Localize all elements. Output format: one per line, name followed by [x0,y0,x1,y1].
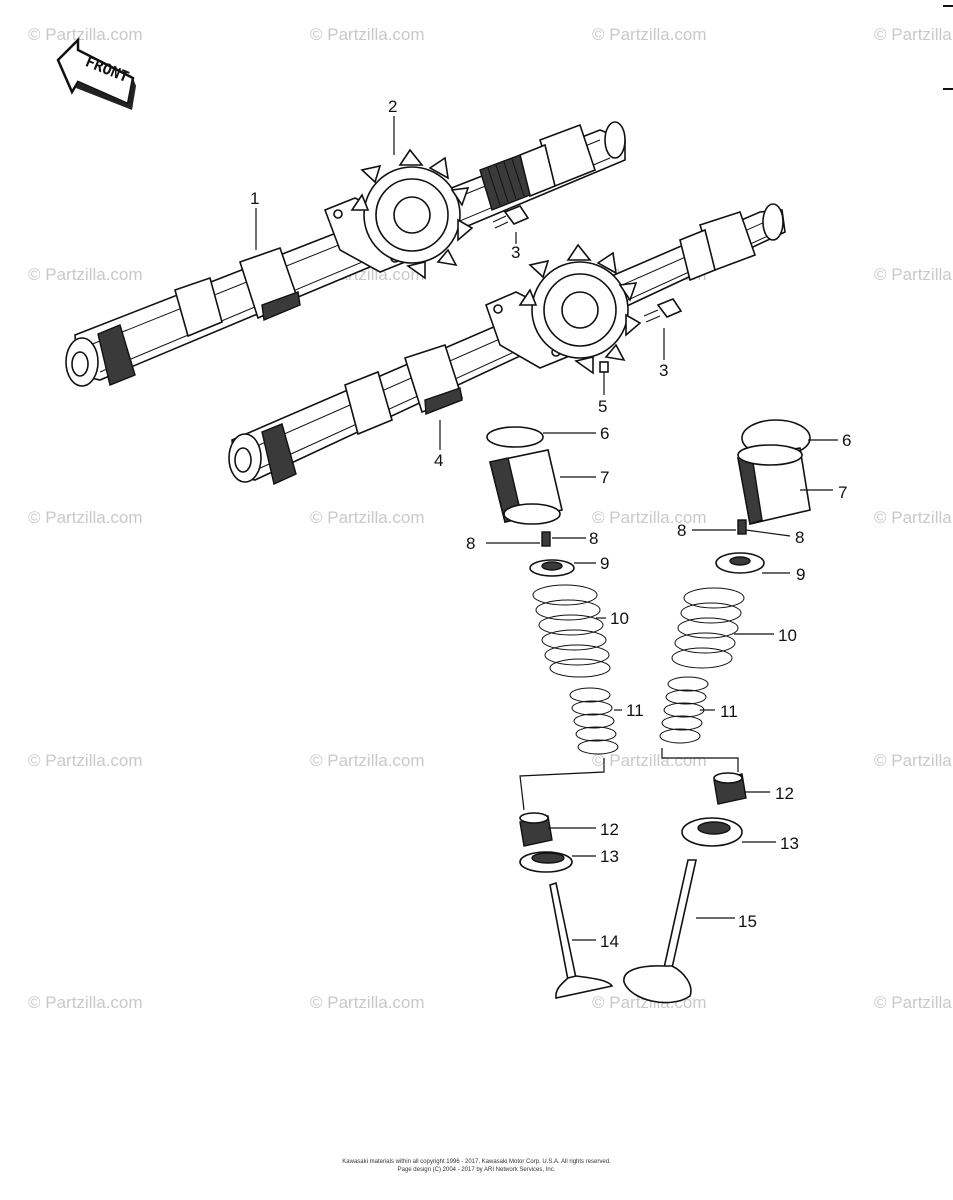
callout-11: 11 [720,702,738,721]
front-arrow-icon: FRONT [56,36,136,110]
watermark: © Partzilla.com [310,25,425,44]
callout-5: 5 [598,397,607,416]
bolt-upper [492,205,530,229]
bolt-lower [643,298,683,323]
callout-13: 13 [780,834,799,853]
callout-labels: 1 2 3 3 4 5 6 6 7 7 8 8 8 8 9 9 10 10 11… [250,97,851,951]
watermark: © Partzilla.com [28,751,143,770]
callout-8: 8 [589,529,598,548]
callout-14: 14 [600,932,619,951]
callout-11: 11 [626,701,644,720]
callout-9: 9 [796,565,805,584]
tappet-right [737,444,811,525]
callout-6: 6 [842,431,851,450]
callout-3: 3 [659,361,668,380]
watermark: © Partzilla.com [28,265,143,284]
valve-seal-right [713,772,747,805]
valve-assembly-right [623,419,811,1004]
callout-6: 6 [600,424,609,443]
collet-right [737,519,747,535]
outer-spring-left [532,584,611,678]
callout-1: 1 [250,189,259,208]
callout-7: 7 [600,468,609,487]
shim-left [486,426,544,448]
callout-8: 8 [795,528,804,547]
watermark: © Partzilla.com [592,508,707,527]
valve-left [549,881,614,999]
callout-12: 12 [775,784,794,803]
valve-right [623,859,697,1004]
inner-spring-left [569,687,619,755]
leader-lines [255,116,838,941]
watermark: © Partzilla.com [592,25,707,44]
copyright-notice: Kawasaki materials within all copyright … [0,1158,953,1174]
watermark: © Partzilla.com [310,993,425,1012]
copyright-line: Kawasaki materials within all copyright … [342,1159,611,1165]
valve-seal-left [519,812,553,847]
callout-3: 3 [511,243,520,262]
callout-10: 10 [610,609,629,628]
watermark: © Partzilla.com [874,751,953,770]
outer-spring-right [671,587,745,669]
watermark: © Partzilla.com [28,508,143,527]
edge-mark [943,5,953,7]
callout-15: 15 [738,912,757,931]
watermark: © Partzilla.com [874,265,953,284]
valve-assembly-left [486,426,619,999]
watermark: © Partzilla.com [874,25,953,44]
watermark: © Partzilla.com [874,508,953,527]
cam-sprocket-upper [350,148,531,280]
callout-13: 13 [600,847,619,866]
watermark: © Partzilla.com [874,993,953,1012]
copyright-line: Page design (C) 2004 - 2017 by ARI Netwo… [397,1167,556,1173]
callout-8: 8 [677,521,686,540]
callout-9: 9 [600,554,609,573]
callout-4: 4 [434,451,443,470]
callout-8: 8 [466,534,475,553]
collet-left [541,531,551,547]
watermark: © Partzilla.com [310,508,425,527]
tappet-left [489,449,563,525]
callout-12: 12 [600,820,619,839]
callout-10: 10 [778,626,797,645]
watermark: © Partzilla.com [28,25,143,44]
cam-sprocket-lower [518,243,642,375]
watermark: © Partzilla.com [592,751,707,770]
watermark: © Partzilla.com [28,993,143,1012]
callout-7: 7 [838,483,847,502]
edge-mark [943,88,953,90]
callout-2: 2 [388,97,397,116]
watermark: © Partzilla.com [310,751,425,770]
